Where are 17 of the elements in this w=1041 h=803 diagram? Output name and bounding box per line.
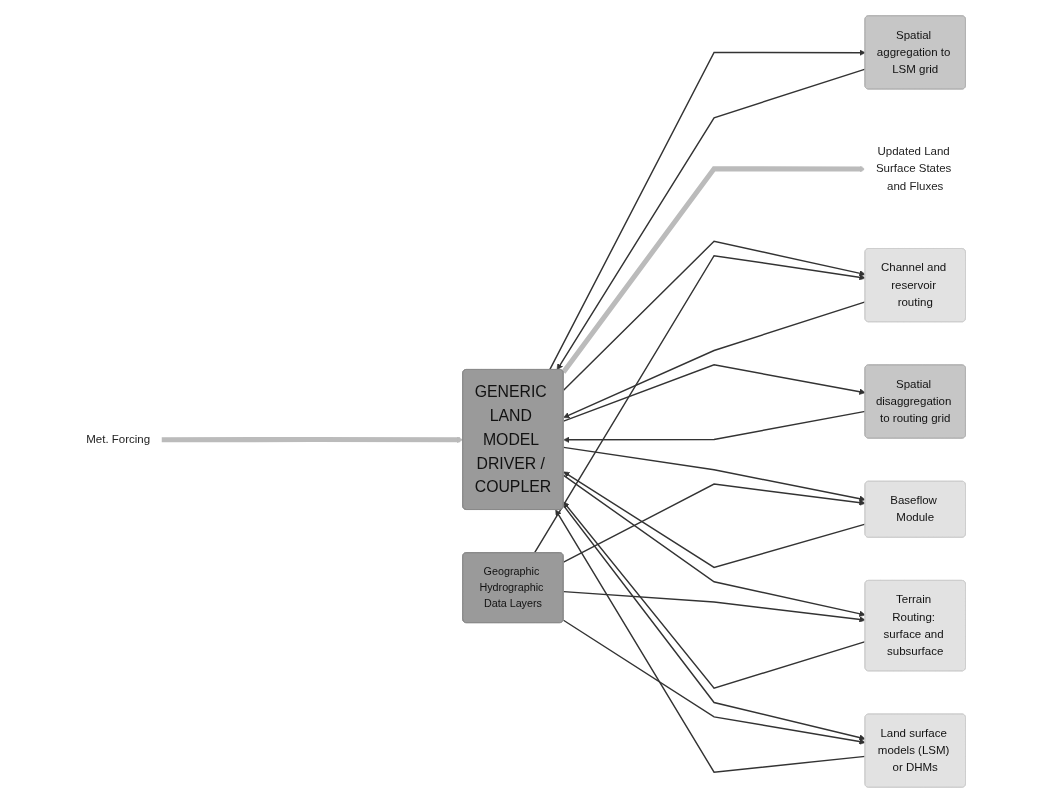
arrow: [161, 436, 464, 443]
arrow: [563, 301, 866, 419]
arrow: [562, 240, 866, 392]
node-text: Met. Forcing: [86, 433, 151, 446]
arrow: [563, 501, 866, 689]
arrow: [563, 410, 866, 443]
arrow: [562, 619, 866, 745]
arrow: [563, 471, 866, 569]
arrow: [561, 165, 866, 374]
arrow: [562, 590, 866, 623]
arrow: [562, 364, 866, 422]
node-text: Updated Land Surface States and Fluxes: [875, 145, 952, 192]
arrow: [533, 254, 866, 554]
arrow: [562, 446, 866, 502]
arrow: [562, 474, 866, 617]
arrow: [555, 509, 866, 773]
arrow: [562, 483, 866, 563]
